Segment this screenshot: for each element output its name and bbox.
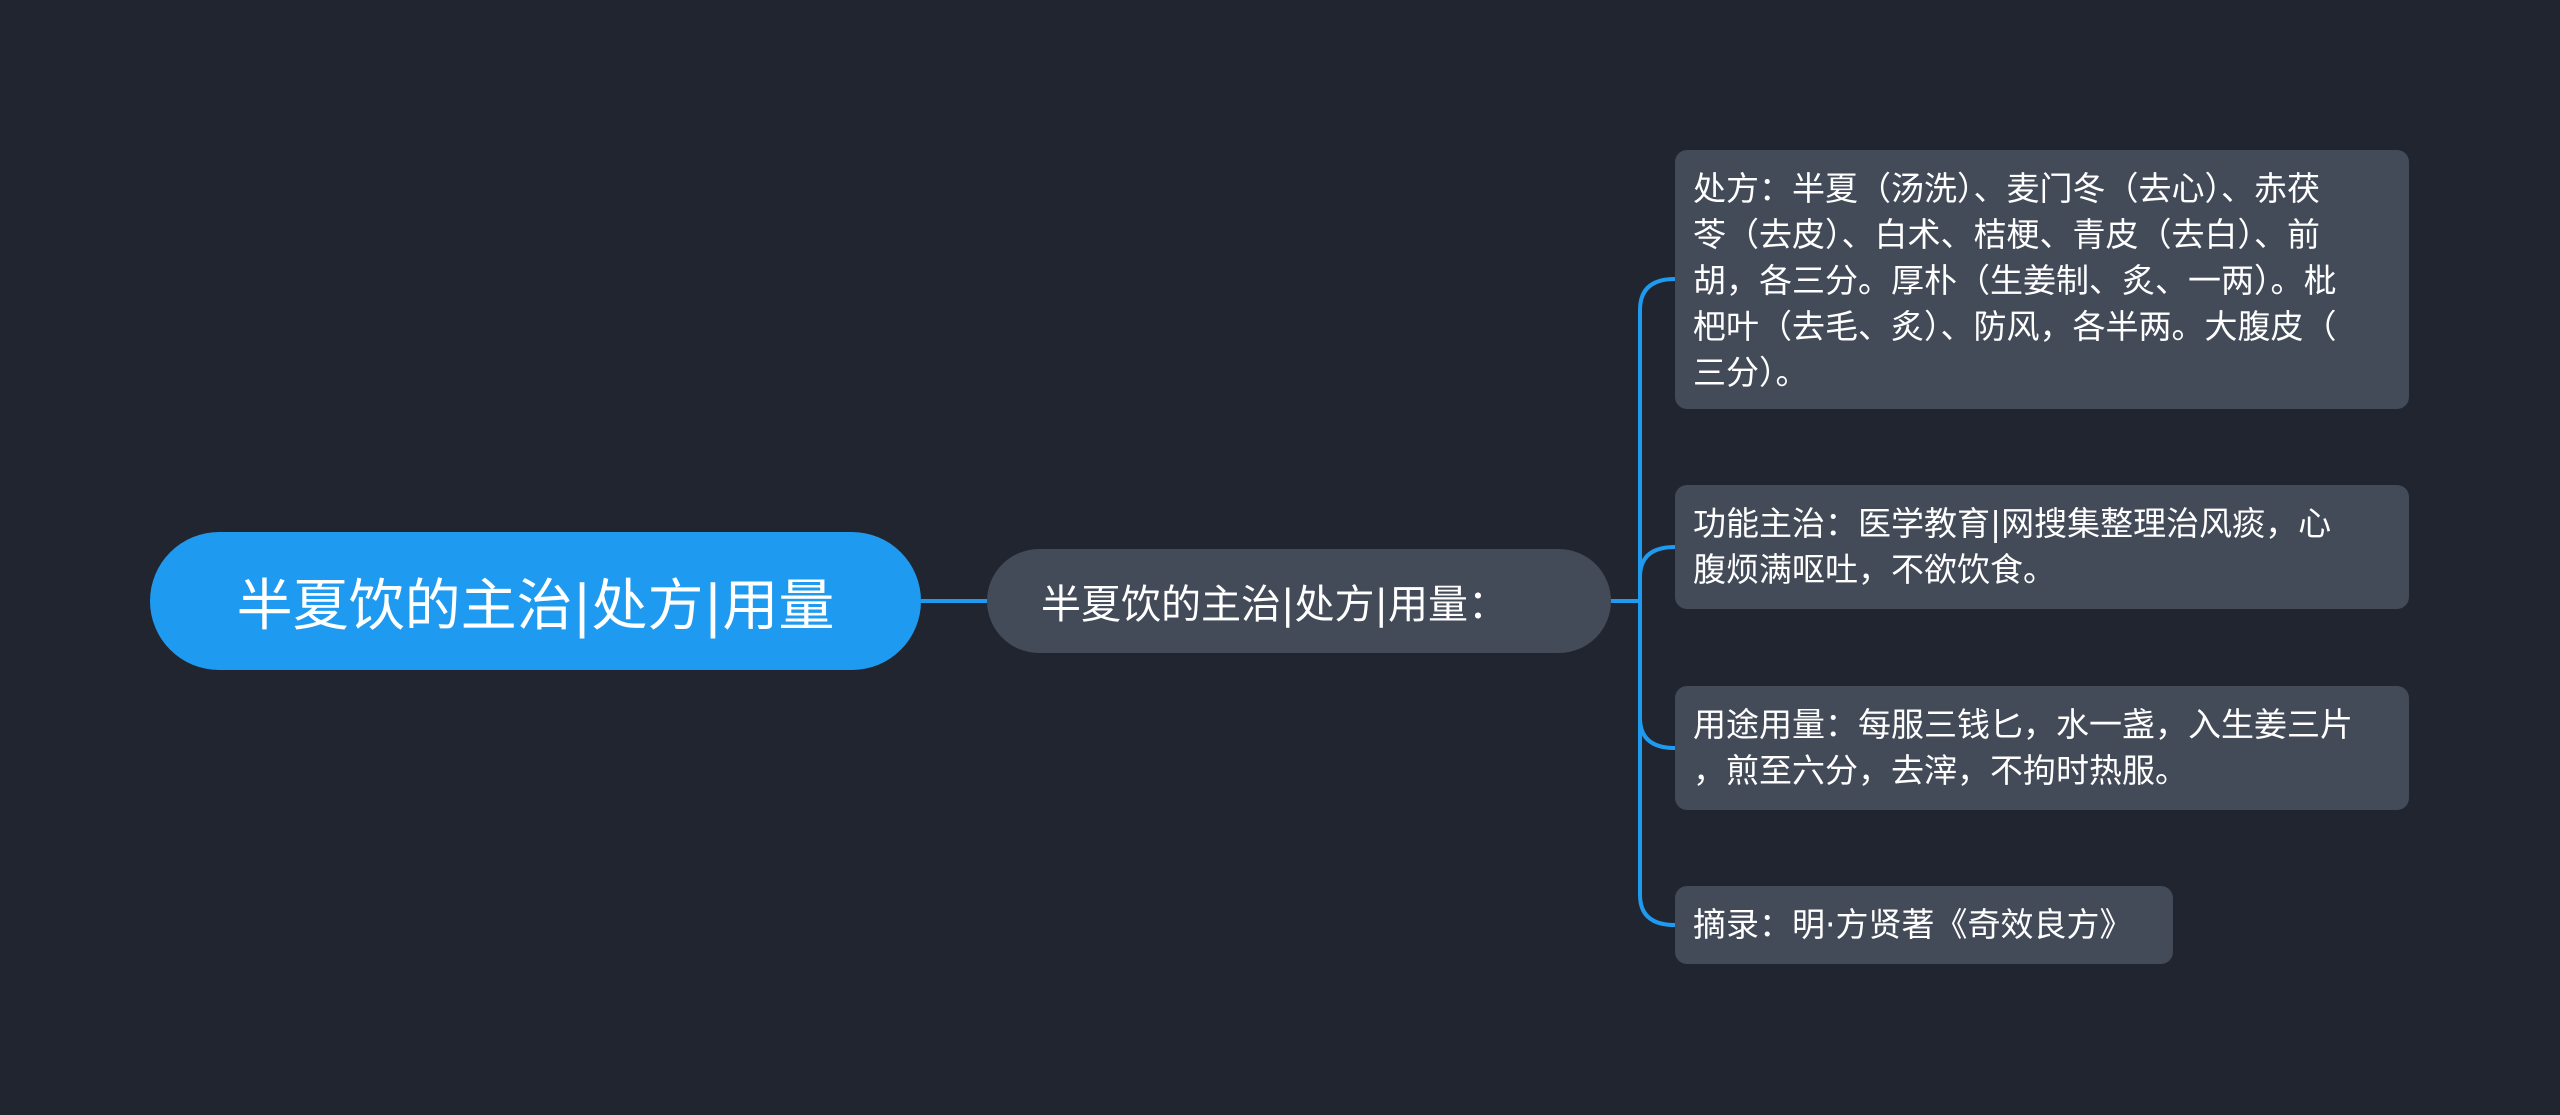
branch-topic-node[interactable]: 半夏饮的主治|处方|用量： [987, 549, 1611, 653]
leaf-node-indications[interactable]: 功能主治：医学教育|网搜集整理治风痰，心 腹烦满呕吐，不欲饮食。 [1675, 485, 2409, 609]
leaf-node-source[interactable]: 摘录：明·方贤著《奇效良方》 [1675, 886, 2173, 964]
leaf-text-line: 处方：半夏（汤洗）、麦门冬（去心）、赤茯 [1693, 169, 2320, 208]
leaf-text-line: ，煎至六分，去滓，不拘时热服。 [1693, 751, 2188, 790]
leaf-node-dosage[interactable]: 用途用量：每服三钱匕，水一盏，入生姜三片 ，煎至六分，去滓，不拘时热服。 [1675, 686, 2409, 810]
connector-to-leaf-3 [1638, 601, 1676, 750]
root-topic-label: 半夏饮的主治|处方|用量 [236, 573, 835, 639]
leaf-text-line: 苓（去皮）、白术、桔梗、青皮（去白）、前 [1693, 215, 2320, 254]
root-topic-node[interactable]: 半夏饮的主治|处方|用量 [150, 532, 921, 670]
branch-topic-label: 半夏饮的主治|处方|用量： [1041, 582, 1508, 628]
leaf-text-line: 功能主治：医学教育|网搜集整理治风痰，心 [1693, 504, 2332, 543]
connector-to-leaf-4 [1638, 601, 1676, 927]
connector-to-leaf-1 [1638, 277, 1676, 601]
leaf-text-line: 杷叶（去毛、炙）、防风，各半两。大腹皮（ [1693, 307, 2337, 346]
leaf-text-line: 三分）。 [1693, 353, 1809, 392]
leaf-text-line: 摘录：明·方贤著《奇效良方》 [1693, 905, 2133, 944]
connector-to-leaf-2 [1638, 545, 1676, 601]
leaf-node-prescription[interactable]: 处方：半夏（汤洗）、麦门冬（去心）、赤茯 苓（去皮）、白术、桔梗、青皮（去白）、… [1675, 150, 2409, 409]
leaf-text-line: 用途用量：每服三钱匕，水一盏，入生姜三片 [1693, 705, 2353, 744]
leaf-text-line: 胡，各三分。厚朴（生姜制、炙、一两）。枇 [1693, 261, 2337, 300]
leaf-text-line: 腹烦满呕吐，不欲饮食。 [1693, 550, 2056, 589]
